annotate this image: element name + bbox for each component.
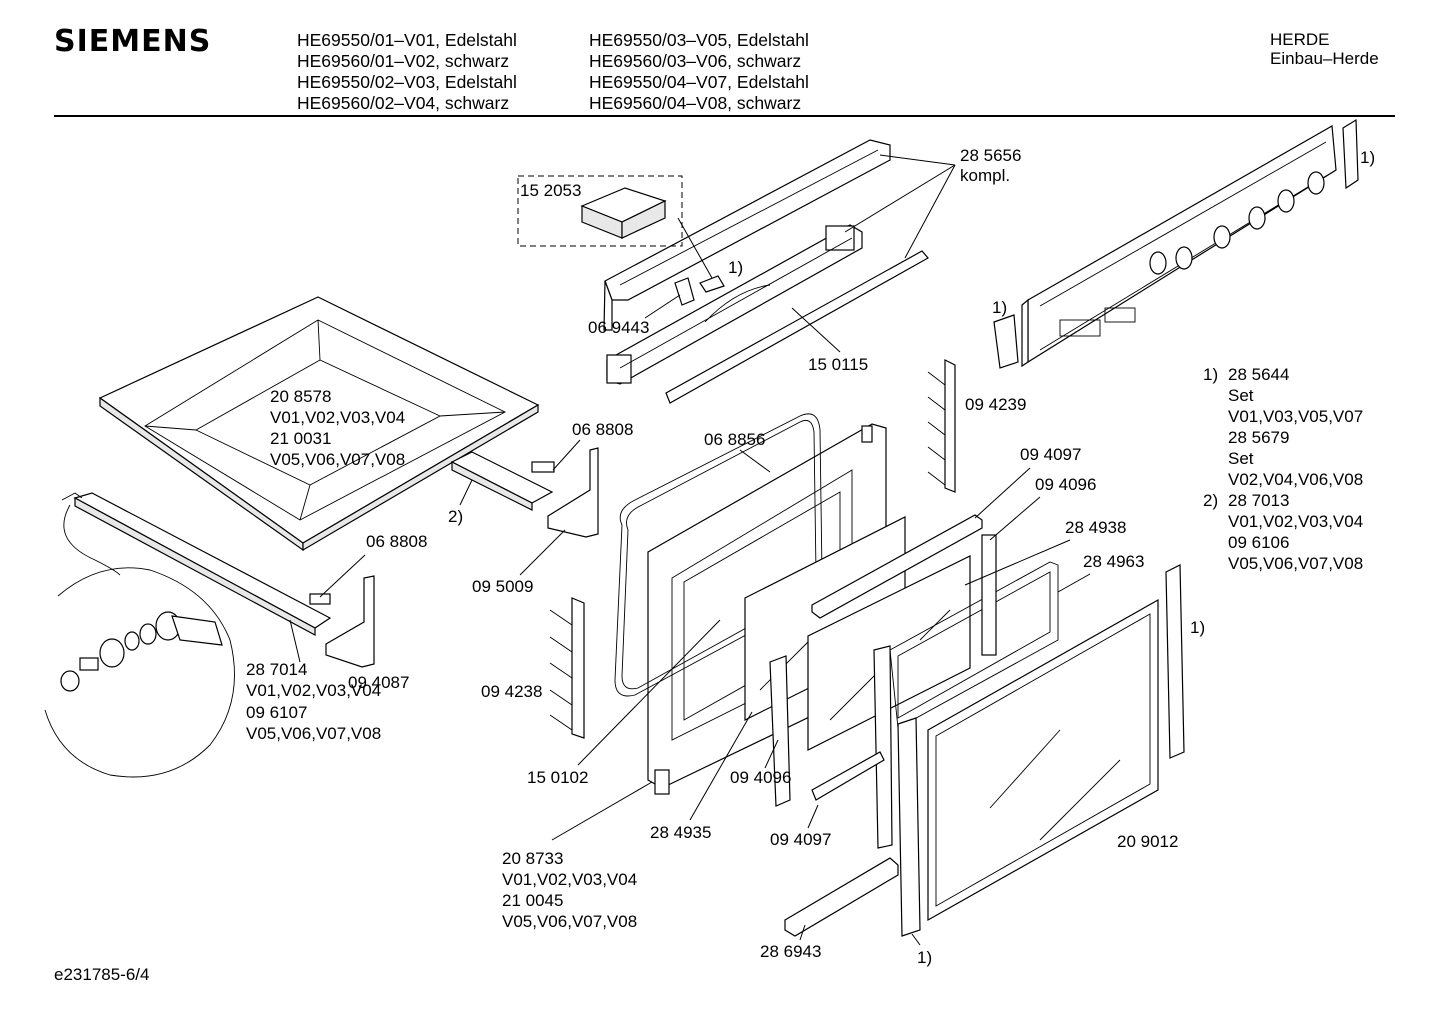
legend-line: V01,V03,V05,V07	[1228, 407, 1363, 426]
part-label: 28 7014	[246, 660, 307, 679]
hinge-magnifier	[44, 504, 235, 778]
part-label: 1)	[1190, 618, 1205, 637]
legend-line: 28 5644	[1228, 365, 1289, 384]
model-line: HE69560/04–V08, schwarz	[589, 93, 802, 113]
dashed-box-150253	[517, 175, 683, 247]
legend-line: 09 6106	[1228, 533, 1289, 552]
part-label: 09 4239	[965, 395, 1026, 414]
part-label: 1)	[917, 948, 932, 967]
part-label: 15 2053	[520, 181, 581, 200]
part-label: 06 8808	[366, 532, 427, 551]
part-label: 1)	[1360, 148, 1375, 167]
centre-post	[873, 645, 893, 849]
part-label: 15 0102	[527, 768, 588, 787]
part-label: 28 4935	[650, 823, 711, 842]
brand-logo: SIEMENS	[54, 24, 212, 59]
part-label: 28 4963	[1083, 552, 1144, 571]
small-clip-069443	[674, 275, 725, 306]
part-label: 09 4096	[1035, 475, 1096, 494]
legend-line: V01,V02,V03,V04	[1228, 512, 1363, 531]
legend-line: Set	[1228, 449, 1254, 468]
part-label: 20 8578	[270, 387, 331, 406]
legend-note-number: 2)	[1203, 491, 1218, 510]
part-label: 28 6943	[760, 942, 821, 961]
vertical-bracket-094096-left	[769, 655, 791, 807]
part-label: 2)	[448, 507, 463, 526]
part-label: 1)	[728, 258, 743, 277]
support-rail-094097-upper	[811, 514, 983, 619]
part-label: 15 0115	[808, 355, 868, 374]
part-label: 09 6107	[246, 703, 307, 722]
slotted-strip-094238	[549, 597, 585, 739]
control-panel	[1021, 125, 1337, 368]
legend-line: V02,V04,V06,V08	[1228, 470, 1363, 489]
outer-side-trim-left	[897, 717, 921, 937]
model-list-left: HE69550/01–V01, Edelstahl HE69560/01–V02…	[297, 30, 517, 114]
part-label: 21 0031	[270, 429, 331, 448]
legend-line: Set	[1228, 386, 1254, 405]
legend-note-number: 1)	[1203, 365, 1218, 384]
part-label: 09 4097	[1020, 445, 1081, 464]
part-label: 20 9012	[1117, 832, 1178, 851]
header-divider	[54, 115, 1395, 117]
hinge-rail	[61, 492, 332, 637]
model-list-right: HE69550/03–V05, Edelstahl HE69560/03–V06…	[589, 30, 809, 114]
part-label: 28 5656	[960, 146, 1021, 165]
part-label: 09 5009	[472, 577, 533, 596]
cover-rail	[450, 451, 554, 511]
outer-side-trim-right	[1165, 564, 1185, 759]
part-label: V05,V06,V07,V08	[502, 912, 637, 931]
rail-094097-lower	[811, 751, 885, 801]
part-label: V01,V02,V03,V04	[502, 870, 637, 889]
model-line: HE69550/01–V01, Edelstahl	[297, 30, 517, 50]
part-label: 20 8733	[502, 849, 563, 868]
part-label: 09 4238	[481, 682, 542, 701]
bottom-rail-286943	[784, 857, 899, 937]
outer-glass-panel	[927, 598, 1159, 922]
category-block: HERDE Einbau–Herde	[1270, 30, 1379, 68]
category-title: HERDE	[1270, 30, 1330, 49]
legend-line: 28 7013	[1228, 491, 1289, 510]
top-cover-plate	[98, 296, 540, 552]
model-line: HE69550/02–V03, Edelstahl	[297, 72, 517, 92]
panel-end-cap-right	[1342, 118, 1359, 190]
model-line: HE69560/02–V04, schwarz	[297, 93, 510, 113]
part-label: 09 4087	[348, 673, 409, 692]
part-label: 21 0045	[502, 891, 563, 910]
part-label: 09 4096	[730, 768, 791, 787]
legend-line: 28 5679	[1228, 428, 1289, 447]
glass-frame-284963	[889, 561, 1059, 729]
handle-gasket-strip	[665, 250, 929, 404]
part-label: 06 8856	[704, 430, 765, 449]
panel-end-cap-left	[993, 314, 1019, 369]
legend: 1) 28 5644 Set V01,V03,V05,V07 28 5679 S…	[1203, 365, 1363, 573]
part-label: 1)	[992, 298, 1007, 317]
part-label: 06 9443	[588, 318, 649, 337]
part-label: V01,V02,V03,V04	[270, 408, 405, 427]
model-line: HE69560/03–V06, schwarz	[589, 51, 802, 71]
handle-bar	[606, 224, 863, 385]
slotted-strip-094239	[927, 359, 956, 493]
model-line: HE69550/04–V07, Edelstahl	[589, 72, 809, 92]
drawing-code: e231785-6/4	[54, 965, 150, 984]
legend-line: V05,V06,V07,V08	[1228, 554, 1363, 573]
category-subtitle: Einbau–Herde	[1270, 49, 1379, 68]
part-label: V05,V06,V07,V08	[270, 450, 405, 469]
part-label: 28 4938	[1065, 518, 1126, 537]
part-label: V01,V02,V03,V04	[246, 681, 381, 700]
part-label: V05,V06,V07,V08	[246, 724, 381, 743]
bracket-lower	[309, 575, 375, 668]
bracket-upper	[531, 447, 599, 538]
door-handle-strip	[603, 139, 891, 331]
part-label: kompl.	[960, 166, 1010, 185]
model-line: HE69550/03–V05, Edelstahl	[589, 30, 809, 50]
vertical-bracket-094096-right	[981, 534, 997, 656]
model-line: HE69560/01–V02, schwarz	[297, 51, 510, 71]
part-label: 09 4097	[770, 830, 831, 849]
part-label: 06 8808	[572, 420, 633, 439]
